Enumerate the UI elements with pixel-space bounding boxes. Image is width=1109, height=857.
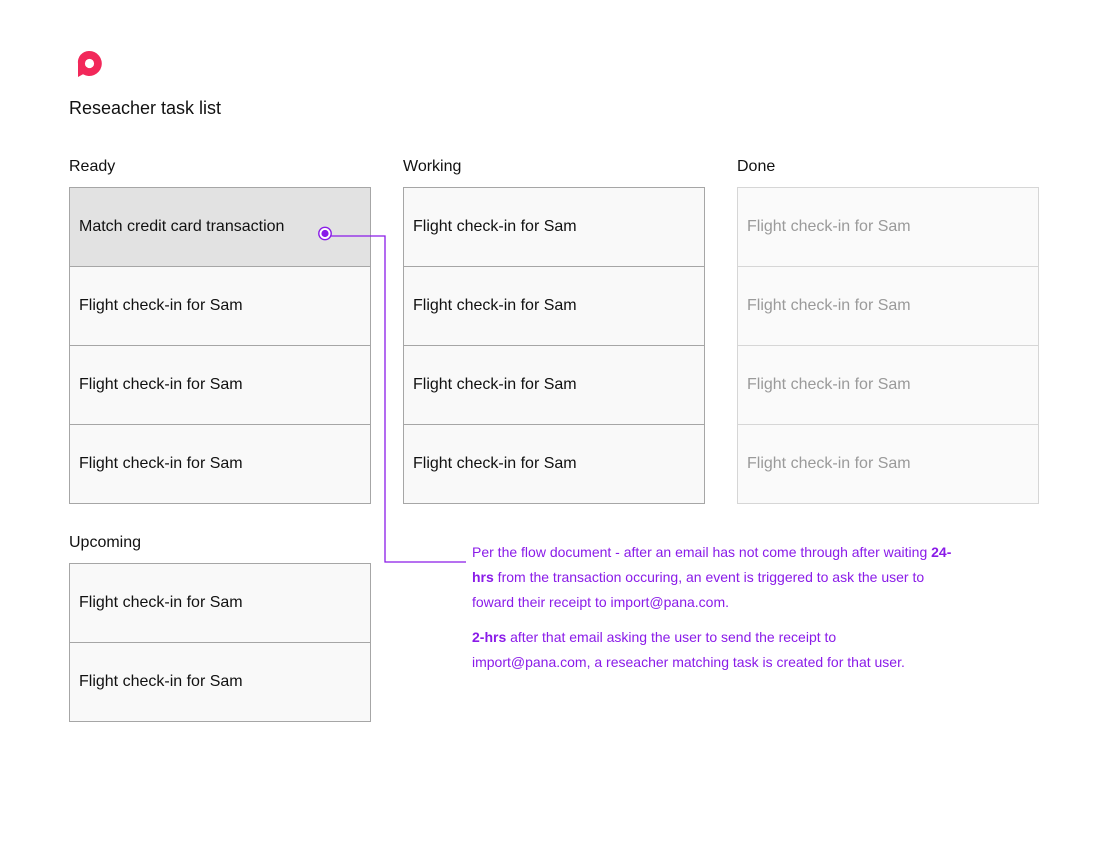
annotation-paragraph-1: Per the flow document - after an email h… — [472, 544, 952, 610]
column-ready: Ready Match credit card transaction Flig… — [69, 156, 371, 504]
task-card[interactable]: Match credit card transaction — [70, 188, 370, 267]
task-card[interactable]: Flight check-in for Sam — [404, 346, 704, 425]
task-card[interactable]: Flight check-in for Sam — [738, 188, 1038, 267]
pana-logo-icon — [77, 50, 102, 77]
page-title: Reseacher task list — [69, 98, 222, 118]
task-list-working: Flight check-in for Sam Flight check-in … — [403, 187, 705, 504]
column-heading-done: Done — [737, 158, 776, 175]
column-done: Done Flight check-in for Sam Flight chec… — [737, 156, 1039, 504]
task-card[interactable]: Flight check-in for Sam — [738, 267, 1038, 346]
column-heading-upcoming: Upcoming — [69, 534, 142, 551]
task-card[interactable]: Flight check-in for Sam — [404, 188, 704, 267]
annotation-paragraph-2: 2-hrs after that email asking the user t… — [472, 629, 905, 670]
task-card[interactable]: Flight check-in for Sam — [738, 346, 1038, 425]
task-card[interactable]: Flight check-in for Sam — [404, 267, 704, 346]
task-card[interactable]: Flight check-in for Sam — [738, 425, 1038, 503]
column-working: Working Flight check-in for Sam Flight c… — [403, 156, 705, 504]
task-card[interactable]: Flight check-in for Sam — [70, 564, 370, 643]
column-heading-ready: Ready — [69, 158, 116, 175]
task-list-done: Flight check-in for Sam Flight check-in … — [737, 187, 1039, 504]
task-list-ready: Match credit card transaction Flight che… — [69, 187, 371, 504]
column-heading-working: Working — [403, 158, 462, 175]
annotation-note: Per the flow document - after an email h… — [472, 540, 952, 685]
task-card[interactable]: Flight check-in for Sam — [70, 267, 370, 346]
task-card[interactable]: Flight check-in for Sam — [70, 425, 370, 503]
column-upcoming: Upcoming Flight check-in for Sam Flight … — [69, 532, 371, 722]
task-card[interactable]: Flight check-in for Sam — [404, 425, 704, 503]
task-card[interactable]: Flight check-in for Sam — [70, 346, 370, 425]
task-list-upcoming: Flight check-in for Sam Flight check-in … — [69, 563, 371, 722]
task-card[interactable]: Flight check-in for Sam — [70, 643, 370, 721]
